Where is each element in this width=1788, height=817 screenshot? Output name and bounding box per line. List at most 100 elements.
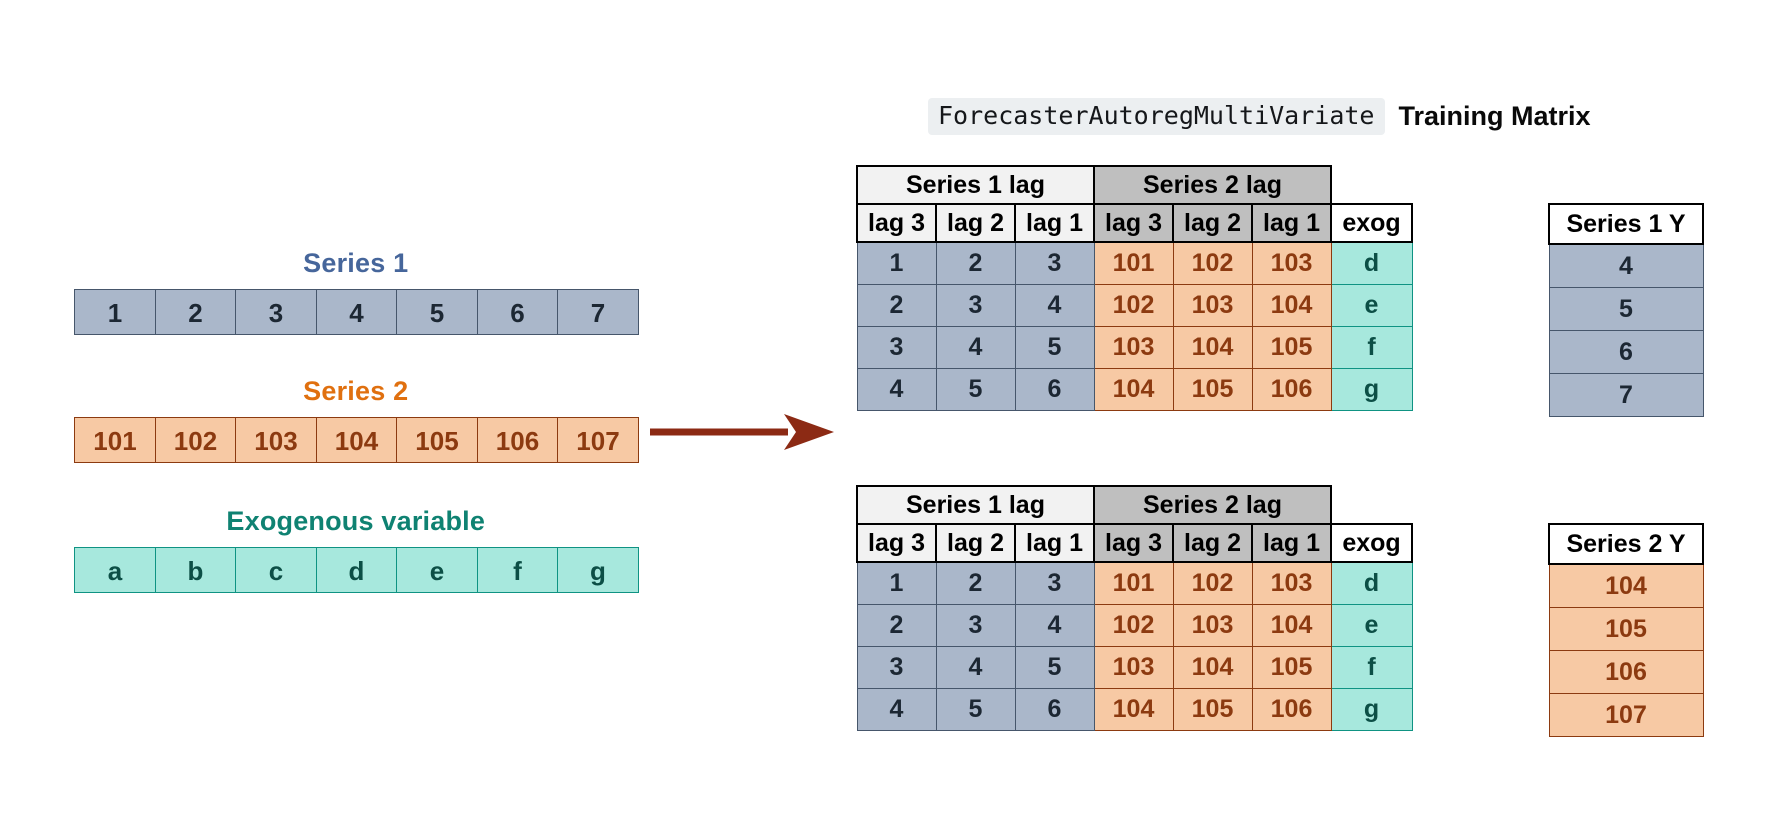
cell-s2-lag2: 104	[1172, 325, 1253, 369]
matrix-heading-text: Training Matrix	[1398, 101, 1591, 131]
col-header-s1-lag1: lag 1	[1014, 203, 1095, 243]
cell-y-series-1: 5	[1548, 287, 1704, 331]
cell-s2-lag1: 104	[1251, 283, 1332, 327]
source-exogenous-row: a b c d e f g	[74, 547, 639, 593]
group-header-row: Series 1 lag Series 2 lag	[856, 165, 1412, 205]
cell-s2-lag2: 102	[1172, 241, 1253, 285]
transform-arrow-icon	[648, 410, 838, 459]
cell-s1-lag3: 3	[856, 325, 937, 369]
col-header-exog: exog	[1330, 523, 1413, 563]
series-2-cell: 101	[74, 417, 156, 463]
col-header-s1-lag3: lag 3	[856, 203, 937, 243]
cell-s1-lag3: 3	[856, 645, 937, 689]
cell-s1-lag3: 4	[856, 367, 937, 411]
series-2-cell: 106	[476, 417, 559, 463]
sub-header-row: lag 3 lag 2 lag 1 lag 3 lag 2 lag 1 exog	[856, 203, 1413, 243]
series-1-cell: 5	[396, 289, 478, 335]
series-1-cell: 2	[154, 289, 237, 335]
cell-s2-lag1: 103	[1251, 241, 1332, 285]
table-row: 5	[1548, 287, 1704, 331]
col-header-s1-lag3: lag 3	[856, 523, 937, 563]
series-2-y-table: Series 2 Y 104 105 106 107	[1548, 523, 1704, 737]
training-matrix-2-y: Series 2 Y 104 105 106 107	[1548, 523, 1704, 737]
group-header-series-1: Series 1 lag	[856, 485, 1095, 525]
source-exogenous-title: Exogenous variable	[226, 506, 486, 536]
cell-s2-lag3: 104	[1093, 687, 1174, 731]
table-row: 2 3 4 102 103 104 e	[856, 283, 1413, 327]
exog-cell: b	[154, 547, 237, 593]
y-header-series-1: Series 1 Y	[1548, 203, 1704, 245]
table-row: 4	[1548, 243, 1704, 288]
sub-header-row: lag 3 lag 2 lag 1 lag 3 lag 2 lag 1 exog	[856, 523, 1413, 563]
cell-s2-lag1: 104	[1251, 603, 1332, 647]
cell-y-series-2: 106	[1548, 650, 1704, 694]
table-row: 3 4 5 103 104 105 f	[856, 325, 1413, 369]
col-header-s2-lag1: lag 1	[1251, 203, 1332, 243]
series-2-cell: 107	[557, 417, 639, 463]
cell-s1-lag3: 4	[856, 687, 937, 731]
cell-s2-lag3: 102	[1093, 283, 1174, 327]
cell-s2-lag3: 103	[1093, 325, 1174, 369]
exog-cell: c	[235, 547, 317, 593]
cell-s1-lag1: 4	[1014, 603, 1095, 647]
cell-s1-lag2: 4	[935, 325, 1016, 369]
col-header-s2-lag2: lag 2	[1172, 523, 1253, 563]
exog-cell: d	[315, 547, 398, 593]
cell-s1-lag2: 3	[935, 283, 1016, 327]
table-row: 1 2 3 101 102 103 d	[856, 561, 1413, 605]
group-header-spacer	[1331, 486, 1412, 524]
series-1-y-table: Series 1 Y 4 5 6 7	[1548, 203, 1704, 417]
table-row: 4 5 6 104 105 106 g	[856, 687, 1413, 731]
source-series-2: Series 2 101 102 103 104 105 106 107	[74, 376, 639, 463]
cell-s2-lag1: 105	[1251, 645, 1332, 689]
table-row: 7	[1548, 373, 1704, 417]
cell-s2-lag2: 103	[1172, 603, 1253, 647]
cell-s1-lag1: 6	[1014, 367, 1095, 411]
cell-s2-lag1: 106	[1251, 687, 1332, 731]
cell-s1-lag3: 1	[856, 241, 937, 285]
cell-y-series-1: 4	[1548, 243, 1704, 288]
col-header-s2-lag1: lag 1	[1251, 523, 1332, 563]
cell-s2-lag2: 103	[1172, 283, 1253, 327]
exog-cell: g	[557, 547, 639, 593]
table-row: 1 2 3 101 102 103 d	[856, 241, 1413, 285]
training-matrix-2: Series 1 lag Series 2 lag lag 3 lag 2 la…	[856, 485, 1413, 731]
cell-s1-lag3: 2	[856, 603, 937, 647]
cell-s1-lag2: 4	[935, 645, 1016, 689]
source-series-1: Series 1 1 2 3 4 5 6 7	[74, 248, 639, 335]
col-header-s2-lag3: lag 3	[1093, 203, 1174, 243]
cell-s1-lag2: 2	[935, 241, 1016, 285]
series-1-cell: 1	[74, 289, 156, 335]
group-header-series-1: Series 1 lag	[856, 165, 1095, 205]
exog-cell: a	[74, 547, 156, 593]
cell-exog: g	[1330, 367, 1413, 411]
cell-s2-lag3: 101	[1093, 241, 1174, 285]
training-matrix-1: Series 1 lag Series 2 lag lag 3 lag 2 la…	[856, 165, 1413, 411]
exog-cell: e	[396, 547, 478, 593]
cell-s1-lag3: 2	[856, 283, 937, 327]
cell-y-series-2: 104	[1548, 563, 1704, 608]
cell-s2-lag3: 101	[1093, 561, 1174, 605]
cell-s2-lag2: 102	[1172, 561, 1253, 605]
group-header-spacer	[1331, 166, 1412, 204]
cell-s2-lag2: 105	[1172, 367, 1253, 411]
cell-exog: f	[1330, 325, 1413, 369]
source-exogenous-variable: Exogenous variable a b c d e f g	[74, 506, 639, 593]
series-1-cell: 6	[476, 289, 559, 335]
cell-s2-lag1: 103	[1251, 561, 1332, 605]
cell-s1-lag1: 5	[1014, 645, 1095, 689]
y-header-row: Series 1 Y	[1548, 203, 1704, 245]
series-2-cell: 104	[315, 417, 398, 463]
cell-s2-lag1: 105	[1251, 325, 1332, 369]
cell-s1-lag1: 6	[1014, 687, 1095, 731]
cell-exog: g	[1330, 687, 1413, 731]
training-matrix-1-y: Series 1 Y 4 5 6 7	[1548, 203, 1704, 417]
series-2-cell: 105	[396, 417, 478, 463]
cell-y-series-1: 6	[1548, 330, 1704, 374]
cell-s1-lag2: 3	[935, 603, 1016, 647]
table-row: 104	[1548, 563, 1704, 608]
col-header-s2-lag3: lag 3	[1093, 523, 1174, 563]
cell-s1-lag1: 3	[1014, 241, 1095, 285]
cell-s2-lag3: 103	[1093, 645, 1174, 689]
